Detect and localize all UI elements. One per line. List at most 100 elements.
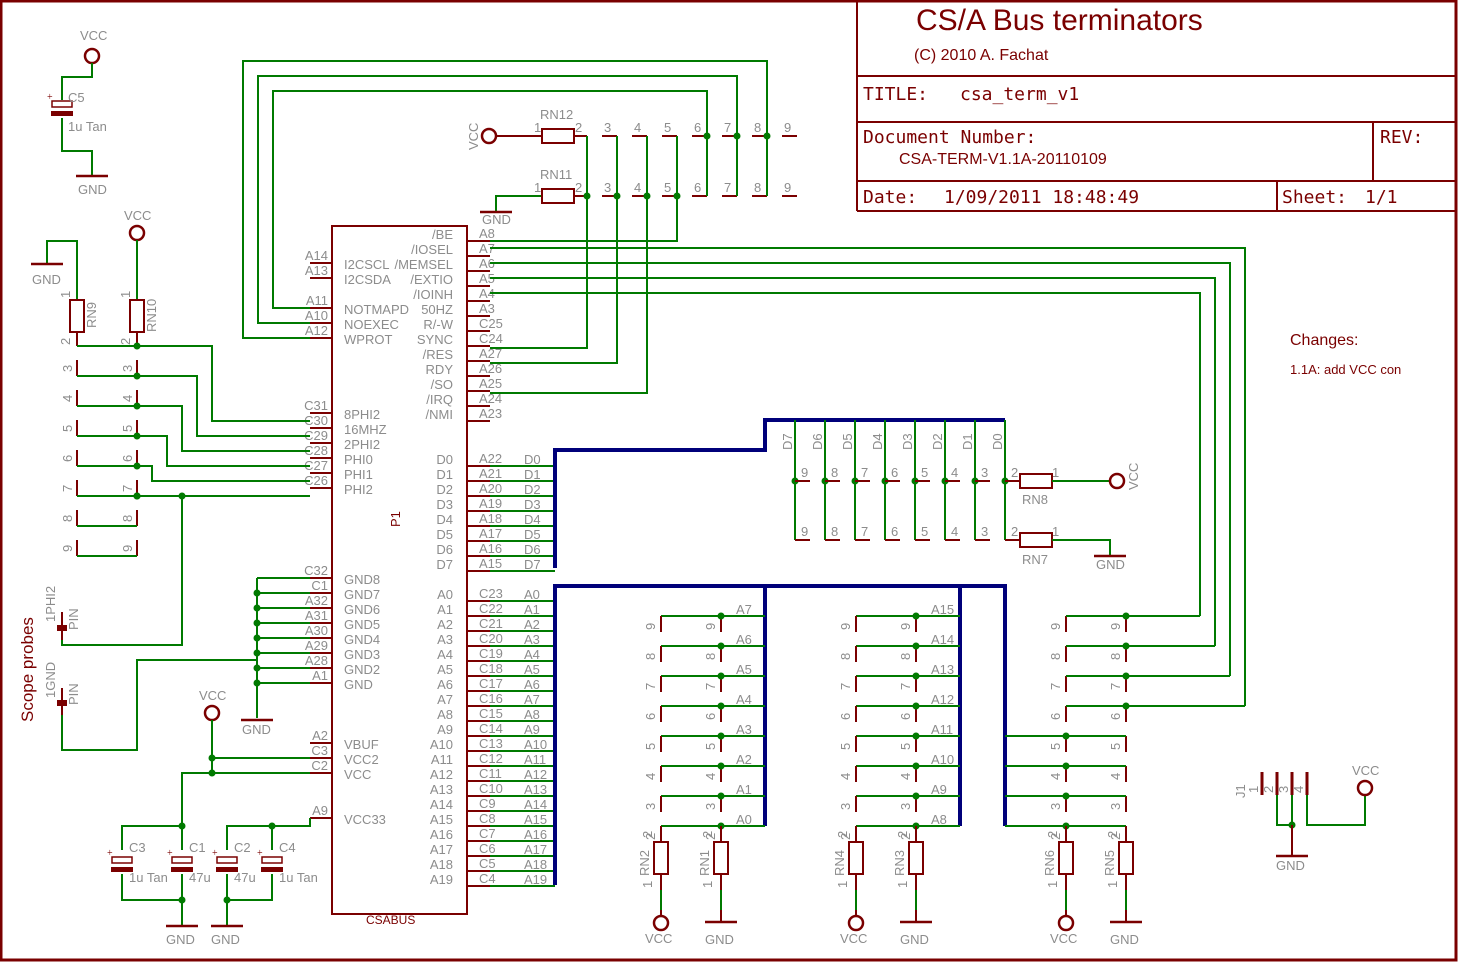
capacitor-plate [216, 856, 238, 864]
pin-number: 2 [118, 338, 133, 345]
junction-dot [253, 679, 261, 687]
pin-number: 6 [703, 713, 718, 720]
address-label: A15 [931, 602, 954, 617]
vcc-symbol [128, 224, 146, 242]
pin-number: 1 [534, 180, 541, 195]
pin-name: A3 [437, 632, 453, 647]
pin-number: 2 [838, 833, 853, 840]
wire [1276, 795, 1293, 826]
pin-name: A12 [430, 767, 453, 782]
junction-dot [1062, 792, 1070, 800]
junction-dot [253, 589, 261, 597]
pin-number: 5 [838, 743, 853, 750]
cap-ref: C3 [129, 840, 146, 855]
capacitor-plate [111, 867, 133, 872]
wire [137, 345, 310, 422]
pin-number: C23 [479, 586, 503, 601]
net-label: A13 [524, 782, 547, 797]
junction-dot [223, 896, 231, 904]
docnum-label: Document Number: [863, 127, 1036, 148]
resistor-body [1019, 532, 1053, 548]
pin-number: 7 [724, 120, 731, 135]
probe-ref: 1PHI2 [43, 586, 58, 622]
data-bus-label: D4 [870, 433, 885, 450]
pin-name: R/-W [423, 317, 453, 332]
address-label: A4 [736, 692, 752, 707]
pin-number: 3 [898, 803, 913, 810]
pin-name: A18 [430, 857, 453, 872]
sheet-value: 1/1 [1365, 187, 1398, 208]
wire [490, 196, 618, 364]
pin-number: A23 [479, 406, 502, 421]
pin-number: 7 [898, 683, 913, 690]
junction-dot [717, 702, 725, 710]
pin-number: A7 [479, 241, 495, 256]
pin-number: 2 [1048, 833, 1063, 840]
title-value: csa_term_v1 [960, 84, 1079, 105]
vcc-label: VCC [645, 931, 672, 946]
wire [490, 196, 588, 349]
plus-sign: + [107, 848, 113, 859]
pin-number: 5 [643, 743, 658, 750]
rn-ref: RN3 [892, 850, 907, 876]
junction-dot [717, 672, 725, 680]
pin-number: A4 [479, 286, 495, 301]
pin-number: 9 [60, 545, 75, 552]
gnd-label: GND [166, 932, 195, 947]
pin-number: 7 [1108, 683, 1123, 690]
pin-number: 3 [838, 803, 853, 810]
pin-number: 5 [921, 524, 928, 539]
pin-name: I2CSCL [344, 257, 390, 272]
net-label: D3 [524, 497, 541, 512]
vcc-symbol [1356, 779, 1374, 797]
pin-name: VCC [344, 767, 371, 782]
pin-number: 3 [981, 524, 988, 539]
gnd-label: GND [78, 182, 107, 197]
pin-number: 2 [703, 833, 718, 840]
pin-number: 8 [838, 653, 853, 660]
net-label: A8 [524, 707, 540, 722]
pin-number: A12 [305, 323, 328, 338]
vcc-label: VCC [1050, 931, 1077, 946]
pin-number: 4 [951, 465, 958, 480]
pin-number: 2 [895, 831, 910, 838]
pin-number: 3 [60, 365, 75, 372]
pin-number: 4 [838, 773, 853, 780]
pin-number: A27 [479, 346, 502, 361]
pin-name: A17 [430, 842, 453, 857]
wire [490, 196, 648, 394]
cap-value: 1u Tan [279, 870, 318, 885]
wire [137, 375, 310, 437]
resistor-body [541, 188, 575, 204]
pin-number: 2 [1261, 786, 1276, 793]
pin-name: /IRQ [426, 392, 453, 407]
copyright: (C) 2010 A. Fachat [914, 47, 1049, 64]
pin-number: 7 [60, 485, 75, 492]
pin-number: 4 [898, 773, 913, 780]
resistor-body [129, 299, 145, 333]
pin-number: A21 [479, 466, 502, 481]
pin-number: C21 [479, 616, 503, 631]
pin-name: 2PHI2 [344, 437, 380, 452]
pin-name: PHI0 [344, 452, 373, 467]
pin-name: D0 [436, 452, 453, 467]
junction-dot [1062, 732, 1070, 740]
pin-name: PHI1 [344, 467, 373, 482]
address-label: A3 [736, 722, 752, 737]
pin-number: 6 [694, 180, 701, 195]
address-label: A11 [931, 722, 953, 737]
rn-ref: RN10 [144, 299, 159, 332]
pin-number: 2 [58, 338, 73, 345]
pin-name: D1 [436, 467, 453, 482]
data-bus [553, 418, 1005, 568]
gnd-label: GND [1096, 557, 1125, 572]
net-label: A12 [524, 767, 547, 782]
pin-number: 3 [120, 365, 135, 372]
junction-dot [253, 664, 261, 672]
pin-number: 7 [724, 180, 731, 195]
rn-ref: RN5 [1102, 850, 1117, 876]
pin-number: 4 [951, 524, 958, 539]
resistor-body [1118, 841, 1134, 875]
pin-number: A30 [305, 623, 328, 638]
pin-name: D7 [436, 557, 453, 572]
